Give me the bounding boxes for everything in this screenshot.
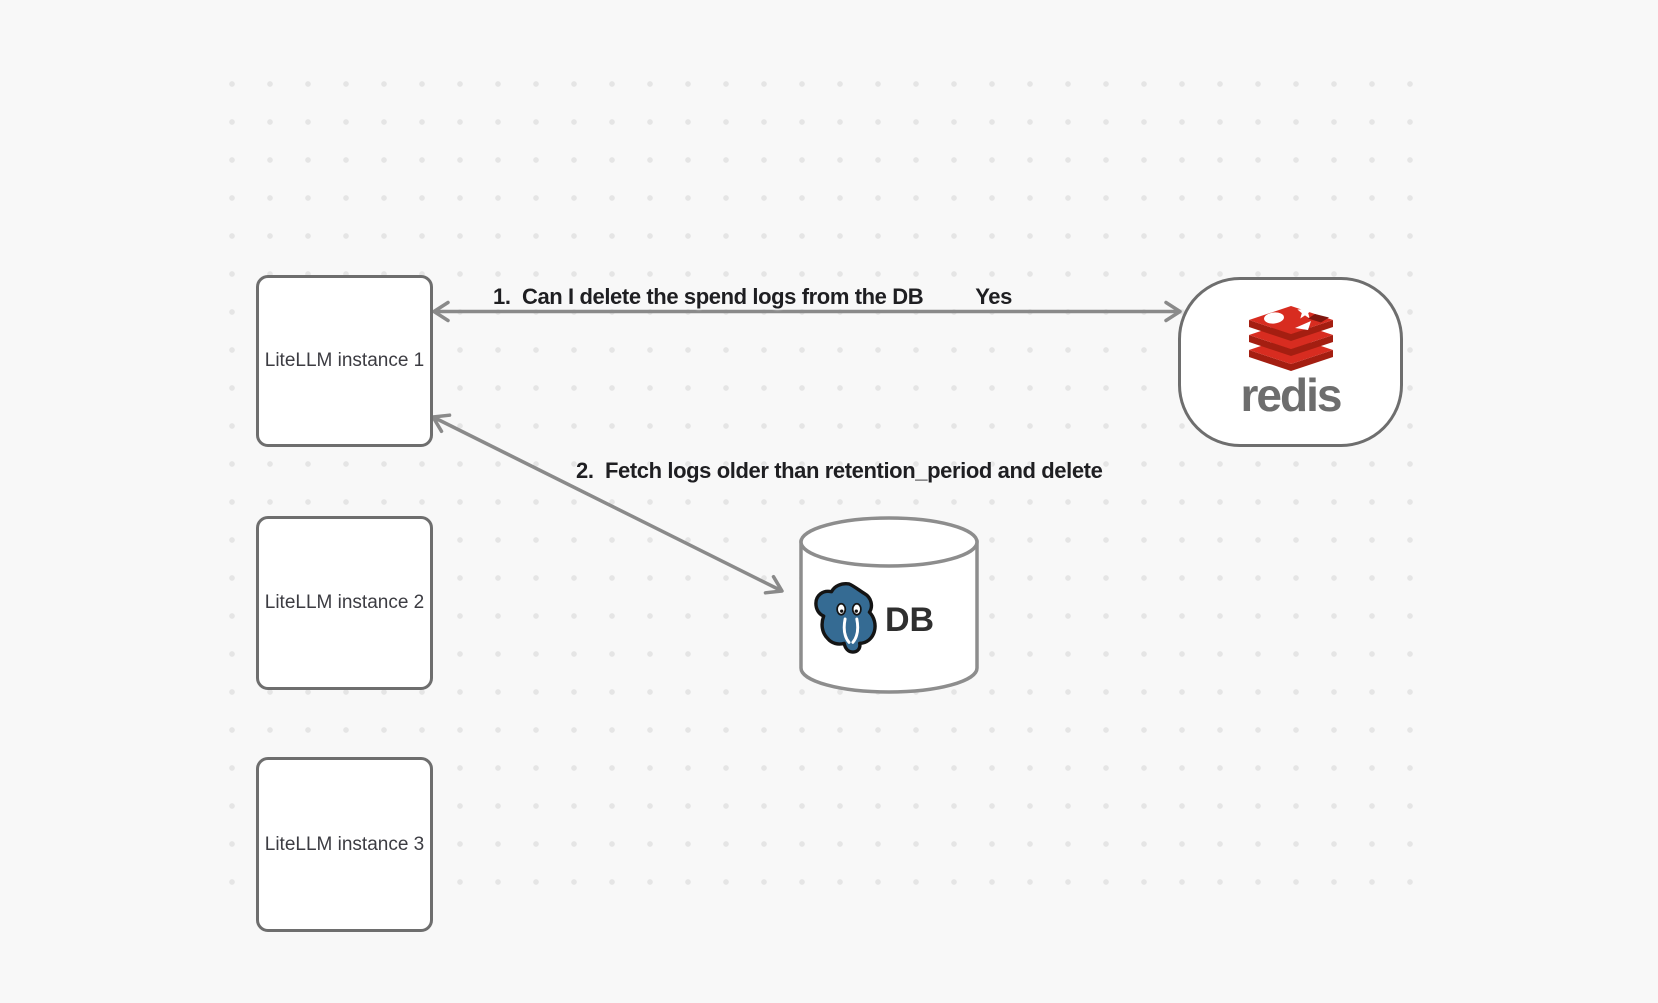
- redis-logo-icon: [1248, 304, 1333, 371]
- node-litellm-instance-3-label: LiteLLM instance 3: [264, 833, 425, 855]
- node-litellm-instance-1[interactable]: LiteLLM instance 1: [256, 275, 433, 447]
- node-db-label: DB: [885, 601, 935, 639]
- edge-2-text: 2. Fetch logs older than retention_perio…: [576, 458, 1103, 483]
- postgresql-elephant-icon: [814, 582, 877, 654]
- edge-2-label[interactable]: 2. Fetch logs older than retention_perio…: [576, 458, 1103, 484]
- node-litellm-instance-3[interactable]: LiteLLM instance 3: [256, 757, 433, 932]
- node-redis[interactable]: redis: [1178, 277, 1403, 447]
- node-postgres-db[interactable]: DB: [796, 512, 982, 702]
- node-redis-label: redis: [1240, 369, 1343, 421]
- database-cylinder-icon: [799, 516, 979, 694]
- node-litellm-instance-2-label: LiteLLM instance 2: [264, 592, 425, 613]
- edge-1-reply-label: Yes: [975, 284, 1012, 309]
- node-litellm-instance-1-label: LiteLLM instance 1: [264, 350, 425, 371]
- edge-1-label-group[interactable]: 1. Can I delete the spend logs from the …: [493, 284, 1012, 310]
- node-litellm-instance-2[interactable]: LiteLLM instance 2: [256, 516, 433, 690]
- edge-1-question-label: 1. Can I delete the spend logs from the …: [493, 284, 924, 309]
